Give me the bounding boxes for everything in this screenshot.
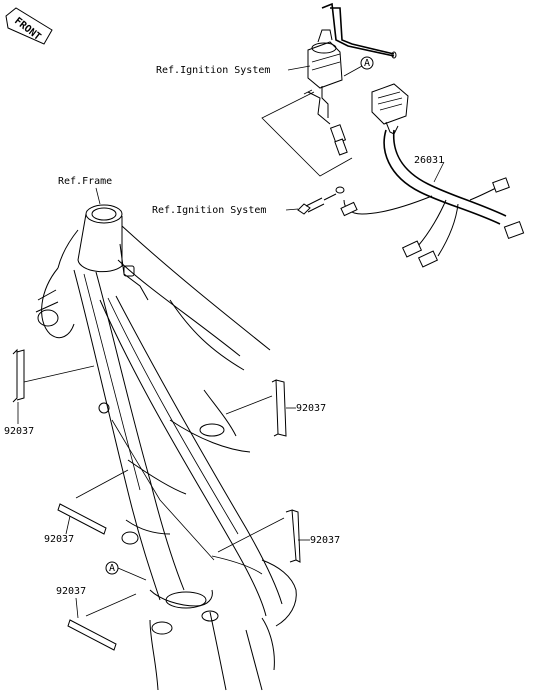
ground-bolt bbox=[297, 186, 345, 215]
ignition-coil bbox=[303, 2, 397, 156]
marker-a-bottom: A bbox=[105, 561, 147, 581]
leader-ref-ignition-mid bbox=[285, 208, 299, 211]
label-ref-ignition-top: Ref.Ignition System bbox=[156, 65, 270, 76]
label-ref-frame: Ref.Frame bbox=[58, 176, 112, 187]
bracket-lines bbox=[261, 91, 353, 177]
front-badge: FRONT bbox=[5, 7, 53, 45]
leader-ref-frame bbox=[95, 187, 101, 205]
leader-band-bottom-left bbox=[75, 597, 79, 619]
label-band-lower-left: 92037 bbox=[44, 534, 74, 545]
label-band-right-upper: 92037 bbox=[296, 403, 326, 414]
leader-ref-ignition-top bbox=[287, 65, 311, 71]
wiring-harness bbox=[340, 83, 525, 268]
label-band-right-lower: 92037 bbox=[310, 535, 340, 546]
label-harness: 26031 bbox=[414, 155, 444, 166]
band-right-lower bbox=[217, 509, 301, 563]
leader-harness bbox=[433, 161, 445, 183]
band-bottom-left bbox=[67, 593, 137, 651]
band-lower-left bbox=[57, 469, 129, 535]
band-left bbox=[12, 348, 95, 403]
front-badge-text: FRONT bbox=[12, 16, 42, 43]
marker-a-top-text: A bbox=[364, 58, 370, 69]
marker-a-top: A bbox=[343, 56, 374, 77]
band-right-upper bbox=[225, 379, 287, 437]
leader-band-lower-left bbox=[65, 515, 71, 535]
label-band-bottom-left: 92037 bbox=[56, 586, 86, 597]
marker-a-bottom-text: A bbox=[109, 563, 115, 574]
label-ref-ignition-mid: Ref.Ignition System bbox=[152, 205, 266, 216]
label-band-left: 92037 bbox=[4, 426, 34, 437]
motorcycle-frame bbox=[35, 204, 297, 691]
